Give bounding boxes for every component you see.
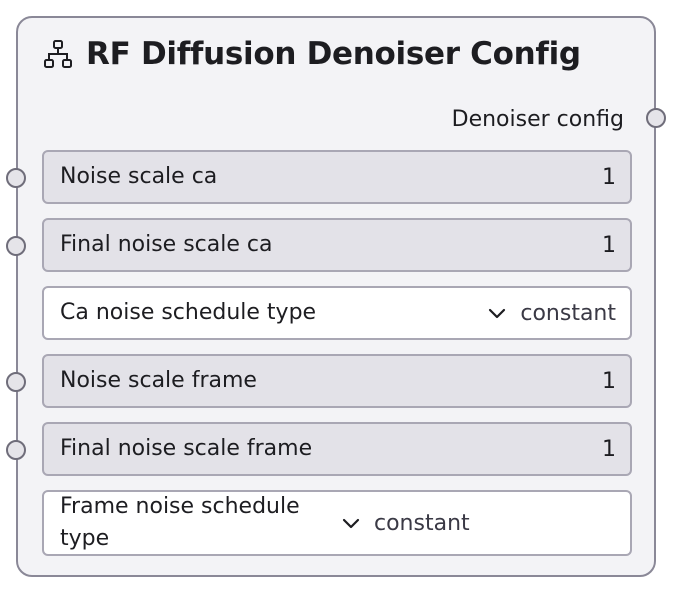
noise-scale-ca-field[interactable]: Noise scale ca 1: [42, 150, 632, 204]
final-noise-scale-ca-field[interactable]: Final noise scale ca 1: [42, 218, 632, 272]
select-value: constant: [520, 300, 616, 326]
rf-diffusion-denoiser-config-node[interactable]: RF Diffusion Denoiser Config Denoiser co…: [6, 16, 666, 577]
output-row: Denoiser config: [452, 104, 654, 134]
noise-scale-frame-field[interactable]: Noise scale frame 1: [42, 354, 632, 408]
chevron-down-icon: [486, 302, 508, 324]
field-value[interactable]: 1: [602, 232, 616, 258]
final-noise-scale-frame-field[interactable]: Final noise scale frame 1: [42, 422, 632, 476]
input-port-noise-scale-ca[interactable]: [6, 168, 26, 188]
input-port-final-noise-scale-ca[interactable]: [6, 236, 26, 256]
output-label: Denoiser config: [451, 106, 624, 132]
field-value[interactable]: 1: [602, 436, 616, 462]
node-header: RF Diffusion Denoiser Config: [42, 36, 581, 72]
field-value[interactable]: 1: [602, 368, 616, 394]
node-title: RF Diffusion Denoiser Config: [86, 36, 581, 72]
select-value-wrapper[interactable]: constant: [340, 511, 470, 536]
field-label: Frame noise schedule type: [60, 494, 300, 551]
select-value: constant: [374, 510, 470, 536]
field-label: Final noise scale frame: [60, 436, 313, 461]
network-hierarchy-icon: [42, 38, 74, 70]
select-value-wrapper[interactable]: constant: [486, 301, 616, 326]
field-label: Ca noise schedule type: [60, 300, 317, 325]
field-label: Noise scale frame: [60, 368, 257, 393]
field-label: Noise scale ca: [60, 164, 218, 189]
output-port-denoiser-config[interactable]: [646, 108, 666, 128]
field-label: Final noise scale ca: [60, 232, 273, 257]
input-port-noise-scale-frame[interactable]: [6, 372, 26, 392]
chevron-down-icon: [340, 512, 362, 534]
field-value[interactable]: 1: [602, 164, 616, 190]
frame-noise-schedule-type-select[interactable]: Frame noise schedule type constant: [42, 490, 632, 556]
ca-noise-schedule-type-select[interactable]: Ca noise schedule type constant: [42, 286, 632, 340]
input-port-final-noise-scale-frame[interactable]: [6, 440, 26, 460]
